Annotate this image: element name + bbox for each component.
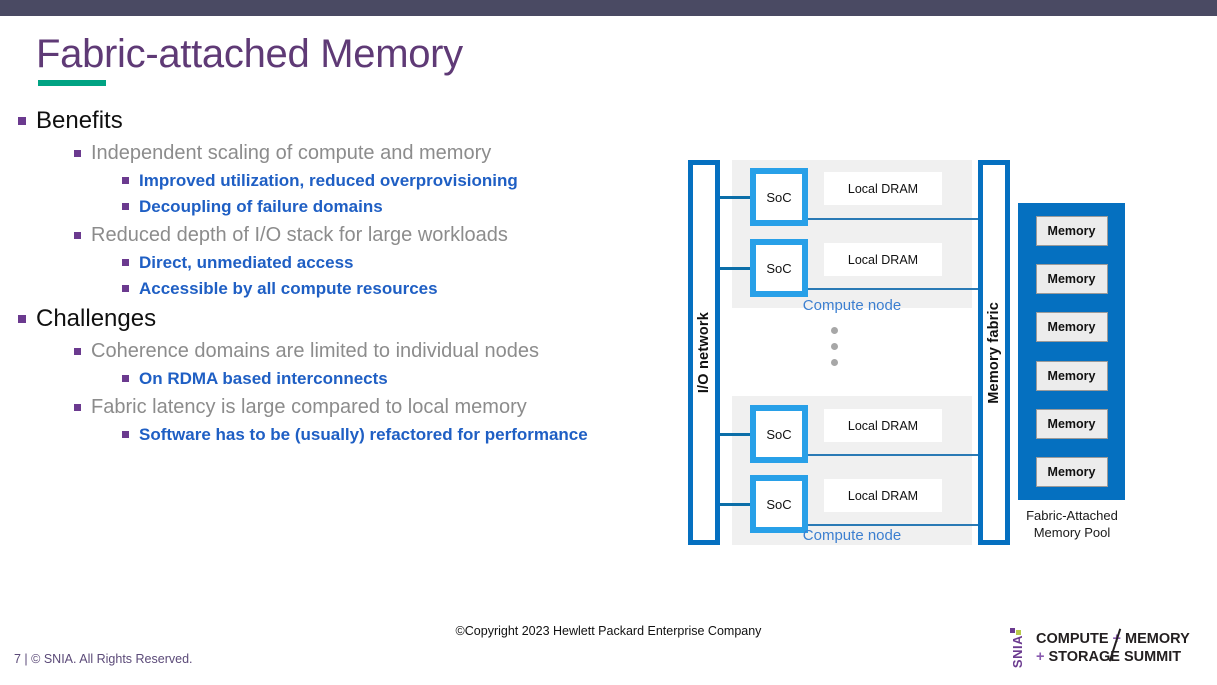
bullet-item: Reduced depth of I/O stack for large wor… bbox=[74, 222, 618, 248]
io-network-label: I/O network bbox=[696, 311, 712, 394]
io-link-line bbox=[720, 503, 750, 506]
bullet-text: Reduced depth of I/O stack for large wor… bbox=[91, 224, 508, 246]
snia-wordmark: SNIA bbox=[1010, 634, 1025, 668]
summit-memory-word: MEMORY bbox=[1121, 631, 1190, 647]
memory-block: Memory bbox=[1035, 312, 1108, 343]
memory-block: Memory bbox=[1035, 360, 1108, 391]
fabric-link-line bbox=[806, 454, 983, 456]
bullet-square-icon bbox=[122, 285, 129, 292]
bullet-text: Challenges bbox=[36, 305, 157, 332]
bullet-item: Software has to be (usually) refactored … bbox=[122, 423, 618, 446]
bullet-item: Independent scaling of compute and memor… bbox=[74, 140, 618, 166]
fabric-attached-memory-pool: Memory Memory Memory Memory Memory Memor… bbox=[1018, 203, 1125, 500]
local-dram-block: Local DRAM bbox=[824, 479, 942, 512]
memory-block: Memory bbox=[1035, 456, 1108, 487]
local-dram-block: Local DRAM bbox=[824, 172, 942, 205]
compute-node-label: Compute node bbox=[802, 527, 902, 544]
title-underline-rule bbox=[38, 80, 106, 86]
bullet-item: Decoupling of failure domains bbox=[122, 195, 618, 218]
bullet-item: Improved utilization, reduced overprovis… bbox=[122, 169, 618, 192]
io-link-line bbox=[720, 433, 750, 436]
summit-wordmark: COMPUTE + MEMORY + STORAGE SUMMIT bbox=[1036, 628, 1190, 666]
snia-dot-green-icon bbox=[1016, 630, 1021, 635]
bullet-item: Direct, unmediated access bbox=[122, 251, 618, 274]
bullet-text: Fabric latency is large compared to loca… bbox=[91, 396, 527, 418]
bullet-square-icon bbox=[18, 117, 26, 125]
architecture-diagram: SoC Local DRAM SoC Local DRAM Compute no… bbox=[688, 155, 1148, 555]
memory-block: Memory bbox=[1035, 216, 1108, 246]
io-link-line bbox=[720, 267, 750, 270]
bullet-square-icon bbox=[122, 177, 129, 184]
fabric-link-line bbox=[806, 524, 983, 526]
bullet-text: Accessible by all compute resources bbox=[139, 279, 438, 298]
fabric-link-line bbox=[806, 288, 983, 290]
bullet-text: Coherence domains are limited to individ… bbox=[91, 340, 540, 362]
memory-fabric-bar: Memory fabric bbox=[978, 160, 1010, 545]
soc-block: SoC bbox=[750, 168, 808, 226]
bullet-text: Benefits bbox=[36, 107, 123, 134]
summit-line-2: + STORAGE SUMMIT bbox=[1036, 648, 1190, 666]
snia-dot-purple-icon bbox=[1010, 628, 1015, 633]
bullet-list: Benefits Independent scaling of compute … bbox=[18, 102, 618, 446]
bullet-square-icon bbox=[18, 315, 26, 323]
bullet-square-icon bbox=[74, 348, 81, 355]
bullet-item: On RDMA based interconnects bbox=[122, 367, 618, 390]
ellipsis-dots-icon bbox=[831, 327, 838, 366]
bullet-item: Accessible by all compute resources bbox=[122, 277, 618, 300]
plus-icon: + bbox=[1036, 649, 1045, 665]
snia-mark-icon: SNIA bbox=[1008, 628, 1030, 668]
soc-block: SoC bbox=[750, 405, 808, 463]
bullet-text: Independent scaling of compute and memor… bbox=[91, 142, 492, 164]
bullet-item: Benefits bbox=[18, 106, 618, 136]
bullet-text: Decoupling of failure domains bbox=[139, 197, 383, 216]
io-network-bar: I/O network bbox=[688, 160, 720, 545]
bullet-text: Direct, unmediated access bbox=[139, 253, 354, 272]
summit-storage-word: STORAGE SUMMIT bbox=[1044, 649, 1182, 665]
memory-fabric-label: Memory fabric bbox=[986, 301, 1002, 404]
bullet-item: Coherence domains are limited to individ… bbox=[74, 338, 618, 364]
summit-compute-word: COMPUTE bbox=[1036, 631, 1113, 647]
bullet-square-icon bbox=[122, 375, 129, 382]
copyright-text: ©Copyright 2023 Hewlett Packard Enterpri… bbox=[455, 624, 762, 638]
snia-summit-logo: SNIA COMPUTE + MEMORY + STORAGE SUMMIT bbox=[1008, 628, 1190, 668]
page-title: Fabric-attached Memory bbox=[36, 32, 463, 76]
compute-node-label: Compute node bbox=[802, 297, 902, 314]
bullet-square-icon bbox=[122, 431, 129, 438]
bullet-square-icon bbox=[74, 232, 81, 239]
bullet-item: Fabric latency is large compared to loca… bbox=[74, 394, 618, 420]
bullet-text: On RDMA based interconnects bbox=[139, 369, 388, 388]
bullet-text: Improved utilization, reduced overprovis… bbox=[139, 171, 518, 190]
bullet-text: Software has to be (usually) refactored … bbox=[139, 425, 588, 444]
bullet-square-icon bbox=[74, 404, 81, 411]
io-link-line bbox=[720, 196, 750, 199]
top-accent-bar bbox=[0, 0, 1217, 16]
soc-block: SoC bbox=[750, 239, 808, 297]
memory-pool-caption: Fabric-Attached Memory Pool bbox=[1026, 508, 1118, 540]
bullet-square-icon bbox=[122, 203, 129, 210]
soc-block: SoC bbox=[750, 475, 808, 533]
local-dram-block: Local DRAM bbox=[824, 243, 942, 276]
fabric-link-line bbox=[806, 218, 983, 220]
page-number-note: 7 | © SNIA. All Rights Reserved. bbox=[14, 652, 193, 666]
memory-block: Memory bbox=[1035, 264, 1108, 295]
local-dram-block: Local DRAM bbox=[824, 409, 942, 442]
memory-block: Memory bbox=[1035, 408, 1108, 439]
bullet-square-icon bbox=[122, 259, 129, 266]
bullet-square-icon bbox=[74, 150, 81, 157]
bullet-item: Challenges bbox=[18, 304, 618, 334]
